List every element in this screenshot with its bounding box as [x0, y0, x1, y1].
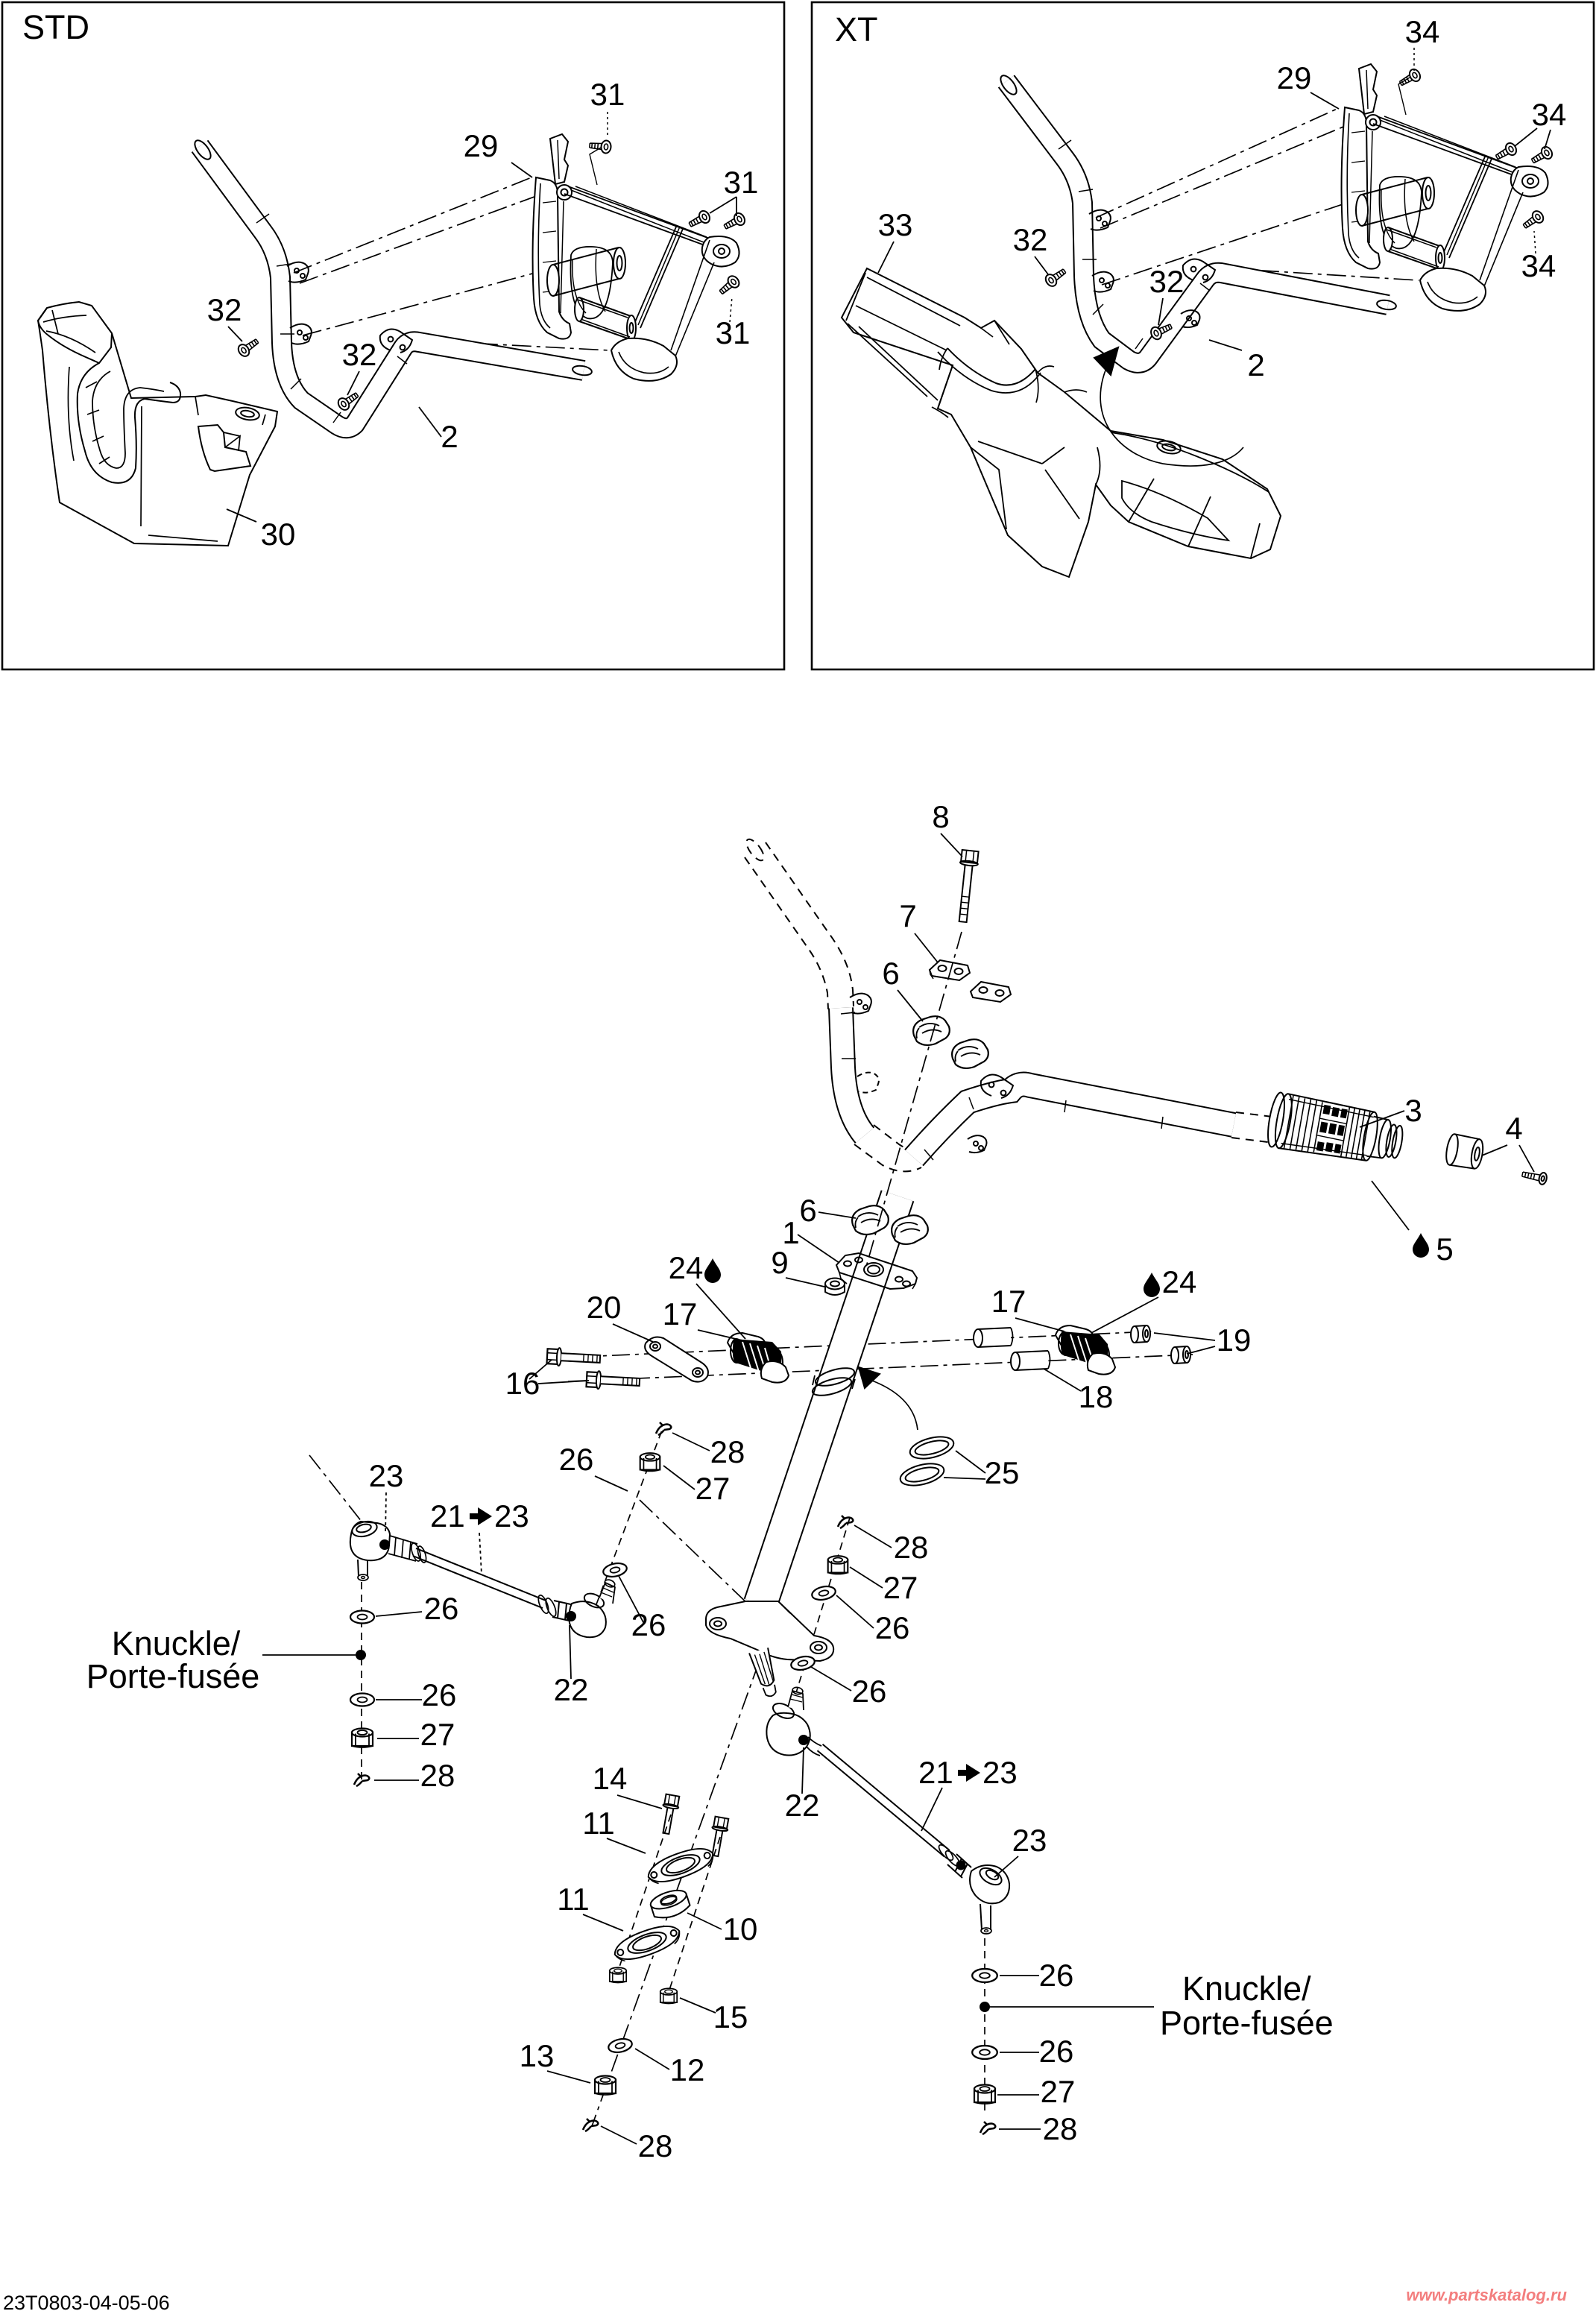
svg-text:23T0803-04-05-06: 23T0803-04-05-06: [3, 2292, 170, 2314]
svg-text:27: 27: [1041, 2074, 1076, 2109]
svg-text:27: 27: [696, 1471, 731, 1506]
svg-text:XT: XT: [835, 10, 878, 48]
svg-text:www.partskatalog.ru: www.partskatalog.ru: [1406, 2286, 1567, 2304]
svg-text:21: 21: [918, 1755, 953, 1790]
svg-text:26: 26: [1039, 1958, 1074, 1993]
svg-text:23: 23: [1012, 1823, 1047, 1858]
svg-text:28: 28: [1043, 2111, 1078, 2146]
svg-text:23: 23: [982, 1755, 1018, 1790]
svg-text:12: 12: [670, 2052, 705, 2087]
svg-text:24: 24: [1162, 1264, 1197, 1299]
svg-text:31: 31: [724, 165, 759, 200]
svg-text:27: 27: [420, 1717, 455, 1752]
svg-text:31: 31: [716, 315, 751, 350]
svg-text:2: 2: [441, 419, 458, 454]
svg-text:26: 26: [631, 1607, 666, 1642]
svg-text:2: 2: [1247, 347, 1264, 382]
svg-text:23: 23: [369, 1458, 404, 1493]
svg-text:32: 32: [1149, 264, 1185, 299]
svg-text:33: 33: [878, 207, 913, 242]
svg-text:16: 16: [505, 1366, 540, 1401]
svg-text:34: 34: [1405, 14, 1440, 49]
svg-text:6: 6: [799, 1193, 816, 1228]
svg-text:Knuckle/: Knuckle/: [112, 1624, 241, 1662]
svg-text:20: 20: [587, 1290, 622, 1325]
svg-text:22: 22: [785, 1788, 820, 1823]
svg-text:24: 24: [669, 1250, 704, 1285]
svg-text:26: 26: [852, 1674, 887, 1709]
svg-text:29: 29: [464, 128, 499, 163]
svg-text:3: 3: [1404, 1093, 1422, 1128]
svg-text:1: 1: [782, 1215, 799, 1250]
svg-text:32: 32: [207, 292, 242, 327]
svg-text:Porte-fusée: Porte-fusée: [1160, 2004, 1334, 2042]
svg-text:11: 11: [582, 1806, 615, 1841]
svg-text:27: 27: [883, 1570, 918, 1605]
svg-text:13: 13: [520, 2038, 555, 2073]
svg-text:22: 22: [554, 1672, 589, 1707]
svg-text:26: 26: [422, 1677, 457, 1712]
svg-text:Knuckle/: Knuckle/: [1182, 1970, 1311, 2008]
svg-text:6: 6: [882, 956, 899, 991]
svg-text:30: 30: [261, 517, 296, 552]
svg-text:29: 29: [1277, 60, 1312, 95]
svg-text:4: 4: [1505, 1111, 1522, 1146]
svg-text:19: 19: [1217, 1322, 1252, 1358]
svg-text:17: 17: [663, 1296, 698, 1331]
svg-text:26: 26: [875, 1610, 910, 1645]
svg-text:8: 8: [932, 799, 949, 834]
svg-text:STD: STD: [22, 8, 89, 46]
svg-text:26: 26: [559, 1442, 594, 1477]
svg-text:11: 11: [557, 1882, 590, 1917]
svg-text:34: 34: [1521, 248, 1556, 283]
svg-text:Porte-fusée: Porte-fusée: [86, 1657, 260, 1695]
svg-text:5: 5: [1436, 1232, 1453, 1267]
svg-text:25: 25: [985, 1455, 1020, 1490]
svg-text:31: 31: [590, 77, 625, 112]
svg-text:17: 17: [991, 1284, 1026, 1319]
svg-text:28: 28: [894, 1530, 929, 1565]
svg-text:14: 14: [593, 1761, 628, 1796]
svg-text:32: 32: [342, 337, 377, 372]
svg-text:10: 10: [723, 1911, 758, 1946]
svg-text:32: 32: [1013, 222, 1048, 257]
svg-text:28: 28: [420, 1758, 455, 1793]
svg-text:21: 21: [430, 1498, 465, 1533]
svg-text:26: 26: [424, 1591, 459, 1626]
svg-text:9: 9: [771, 1245, 788, 1280]
svg-text:26: 26: [1039, 2034, 1074, 2069]
svg-text:15: 15: [713, 1999, 748, 2034]
svg-text:34: 34: [1532, 97, 1567, 132]
svg-text:28: 28: [710, 1434, 745, 1469]
svg-text:7: 7: [899, 898, 916, 933]
svg-text:18: 18: [1079, 1379, 1114, 1414]
svg-text:23: 23: [494, 1498, 529, 1533]
svg-text:28: 28: [638, 2128, 673, 2163]
